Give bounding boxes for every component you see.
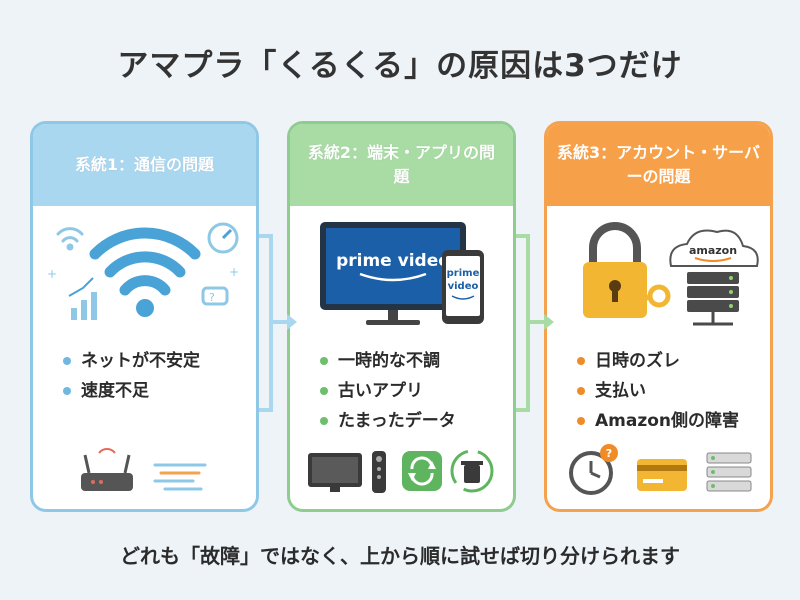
card-account-heading: 系統3：アカウント・サーバーの問題 (547, 124, 770, 206)
smartphone-icon: prime video (442, 250, 484, 324)
bullet-dot (63, 357, 71, 365)
bar-chart-icon (68, 277, 97, 320)
page-title: アマプラ「くるくる」の原因は3つだけ (117, 48, 683, 84)
card-account-bullets: 日時のズレ 支払い Amazon側の障害 (577, 346, 739, 436)
list-item: 速度不足 (63, 376, 200, 406)
server-icon (687, 272, 739, 326)
small-tv-icon (308, 453, 362, 492)
svg-text:?: ? (209, 291, 215, 304)
credit-card-icon (637, 459, 687, 491)
trash-icon (450, 449, 494, 493)
list-item: 一時的な不調 (320, 346, 456, 376)
router-icon (81, 448, 133, 491)
network-bottom-icons (81, 448, 207, 491)
list-item: Amazon側の障害 (577, 406, 739, 436)
card-network-bullets: ネットが不安定 速度不足 (63, 346, 200, 406)
card-device: 系統2：端末・アプリの問題 prime video prime video 一時… (287, 121, 516, 512)
list-item: 日時のズレ (577, 346, 739, 376)
account-bottom-icons: ? (569, 444, 752, 495)
bullet-dot (577, 387, 585, 395)
svg-text:video: video (448, 281, 479, 292)
svg-text:?: ? (606, 447, 612, 460)
card-network: 系統1：通信の問題 ? + + ネットが不安 (30, 121, 259, 512)
key-icon (623, 284, 671, 311)
card-network-heading: 系統1：通信の問題 (33, 124, 256, 206)
list-item: 支払い (577, 376, 739, 406)
cloud-brand-text: amazon (689, 244, 737, 257)
server-status-icon (706, 452, 752, 492)
wifi-illustration: ? + + (47, 222, 239, 320)
bullet-dot (63, 387, 71, 395)
bullet-dot (320, 387, 328, 395)
speedometer-icon (207, 222, 239, 254)
remote-icon (372, 451, 386, 493)
small-wifi-icon (56, 227, 84, 251)
tv-icon: prime video (320, 222, 466, 325)
wifi-icon (89, 227, 201, 317)
card-account: 系統3：アカウント・サーバーの問題 amazon 日 (544, 121, 773, 512)
list-item: 古いアプリ (320, 376, 456, 406)
device-bottom-icons (308, 449, 494, 493)
connector-arrow-1 (259, 234, 297, 412)
cloud-icon: amazon (669, 229, 759, 267)
clock-icon: ? (569, 444, 618, 495)
tv-brand-text: prime video (336, 251, 450, 271)
sparkle-icon: + (229, 265, 239, 279)
footer-note: どれも「故障」ではなく、上から順に試せば切り分けられます (120, 544, 680, 568)
broken-link-icon: ? (201, 286, 229, 306)
card-device-heading: 系統2：端末・アプリの問題 (290, 124, 513, 206)
bullet-dot (320, 357, 328, 365)
account-illustration: amazon (583, 222, 759, 326)
device-illustration: prime video prime video (320, 222, 484, 325)
sparkle-icon: + (47, 267, 57, 281)
bullet-dot (577, 417, 585, 425)
bullet-dot (577, 357, 585, 365)
refresh-icon (402, 451, 442, 491)
bullet-dot (320, 417, 328, 425)
card-account-heading-text: 系統3：アカウント・サーバーの問題 (557, 143, 760, 186)
card-network-heading-text: 系統1：通信の問題 (74, 155, 215, 174)
connector-arrow-2 (516, 234, 554, 412)
list-item: たまったデータ (320, 406, 456, 436)
card-device-bullets: 一時的な不調 古いアプリ たまったデータ (320, 346, 456, 436)
list-item: ネットが不安定 (63, 346, 200, 376)
card-device-heading-text: 系統2：端末・アプリの問題 (307, 143, 496, 186)
svg-text:prime: prime (447, 268, 480, 279)
speed-lines-icon (153, 463, 207, 491)
